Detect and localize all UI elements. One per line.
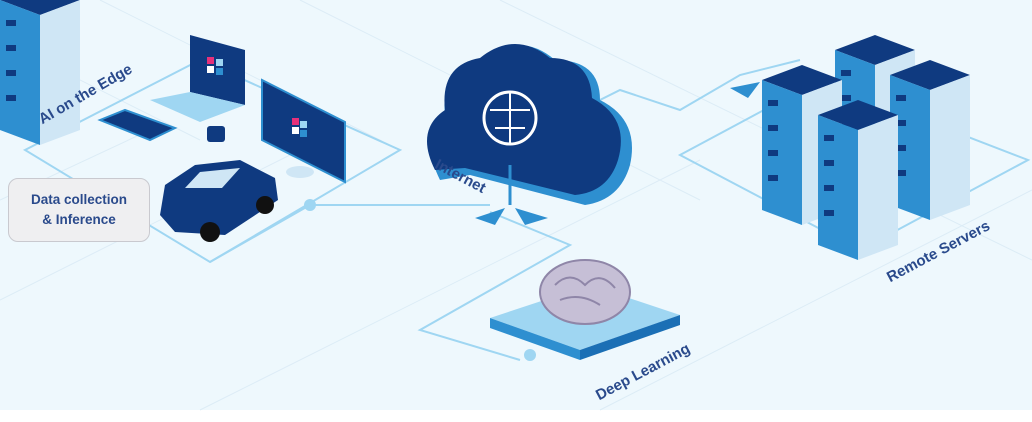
callout-line1: Data collection [30,192,128,207]
node-dot [304,199,316,211]
server-rack-icon [0,0,970,260]
watch-icon [207,126,225,142]
laptop-icon [150,35,245,122]
cloud-icon [427,44,632,225]
brain-icon [490,259,680,360]
monitor-icon [261,78,346,184]
callout-bubble: Data collection & Inference [8,178,150,242]
callout-line2: & Inference [42,212,116,227]
phone-icon [97,108,178,142]
node-dot [524,349,536,361]
arrow-icon [515,208,548,225]
arrow-icon [475,208,505,225]
car-icon [160,160,278,242]
